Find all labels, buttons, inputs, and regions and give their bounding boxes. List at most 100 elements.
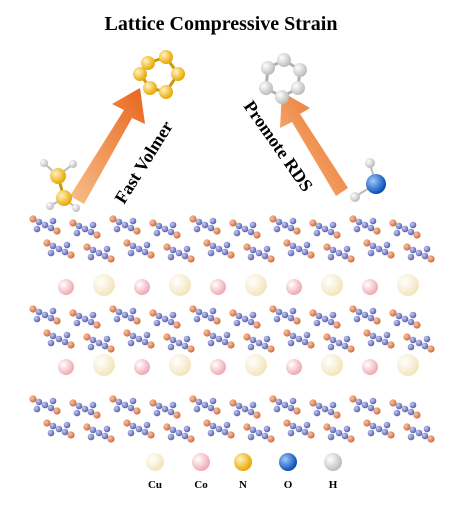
co-atom [286,359,302,375]
co-atom [362,279,378,295]
organic-linker [83,423,115,443]
organic-linker [69,309,101,329]
organic-linker [389,399,421,419]
left-arrow [70,88,145,204]
organic-linker [149,219,181,239]
organic-linker [229,309,261,329]
organic-linker [229,399,261,419]
organic-linker [269,305,301,325]
organic-linker [403,243,435,263]
co-atom [362,359,378,375]
organic-linker [349,395,381,415]
organic-linker [403,333,435,353]
organic-linker [363,419,395,439]
organic-linker [69,219,101,239]
organic-linker [229,219,261,239]
organic-linker [269,395,301,415]
co-atom [134,359,150,375]
cu-atom [93,354,115,376]
organic-linker [163,333,195,353]
organic-linker [69,399,101,419]
n5-ring-molecule [133,50,185,99]
organic-linker [189,395,221,415]
atom-legend: Cu Co N O H [146,453,342,491]
organic-linker [83,333,115,353]
legend-swatch-cu [146,453,164,471]
organic-linker [243,333,275,353]
organic-linker [283,329,315,349]
cu-atom [245,274,267,296]
cu-atom [321,354,343,376]
cu-atom [397,274,419,296]
cu-atom [93,274,115,296]
legend-swatch-n [234,453,252,471]
organic-linker [43,329,75,349]
organic-linker [29,305,61,325]
organic-linker [403,423,435,443]
legend-label-n: N [239,479,247,491]
organic-linker [203,329,235,349]
cu-atom [397,354,419,376]
organic-linker [309,309,341,329]
legend-swatch-h [324,453,342,471]
promote-rds-label: Promote RDS [240,97,317,195]
cu-atom [169,274,191,296]
organic-linker [389,219,421,239]
organic-linker [149,399,181,419]
organic-linker [163,423,195,443]
legend-label-h: H [329,479,338,491]
legend-label-o: O [284,479,293,491]
organic-linker [109,305,141,325]
cu-atom [169,354,191,376]
organic-linker [203,419,235,439]
organic-linker [123,329,155,349]
organic-linker [203,239,235,259]
organic-linker [43,239,75,259]
organic-linker [309,399,341,419]
legend-label-cu: Cu [148,479,162,491]
h-ring-molecule [259,53,307,104]
organic-linker [323,423,355,443]
organic-linker [149,309,181,329]
organic-linker [243,243,275,263]
co-atom [210,359,226,375]
legend-label-co: Co [194,479,208,491]
organic-linker [83,243,115,263]
cu-atom [321,274,343,296]
organic-linker [29,215,61,235]
organic-linker [189,305,221,325]
cu-atom [245,354,267,376]
organic-linker [363,329,395,349]
organic-linker [29,395,61,415]
organic-linker [123,239,155,259]
organic-linker [323,243,355,263]
organic-linker [163,243,195,263]
organic-linker [389,309,421,329]
nh-molecule-left [40,159,80,212]
organic-linker [363,239,395,259]
right-arrow [280,92,348,196]
organic-linker [123,419,155,439]
legend-swatch-o [279,453,297,471]
organic-linker [109,395,141,415]
co-atom [58,279,74,295]
organic-linker [189,215,221,235]
organic-linker [323,333,355,353]
co-atom [134,279,150,295]
co-atom [286,279,302,295]
organic-linker [269,215,301,235]
organic-linker [109,215,141,235]
organic-linker [283,419,315,439]
organic-linker [283,239,315,259]
organic-linker [349,215,381,235]
organic-linker [243,423,275,443]
organic-linker [309,219,341,239]
figure-title: Lattice Compressive Strain [105,13,338,35]
lattice-framework [29,215,435,443]
legend-swatch-co [192,453,210,471]
organic-linker [349,305,381,325]
water-molecule-right [350,158,386,202]
co-atom [58,359,74,375]
organic-linker [43,419,75,439]
